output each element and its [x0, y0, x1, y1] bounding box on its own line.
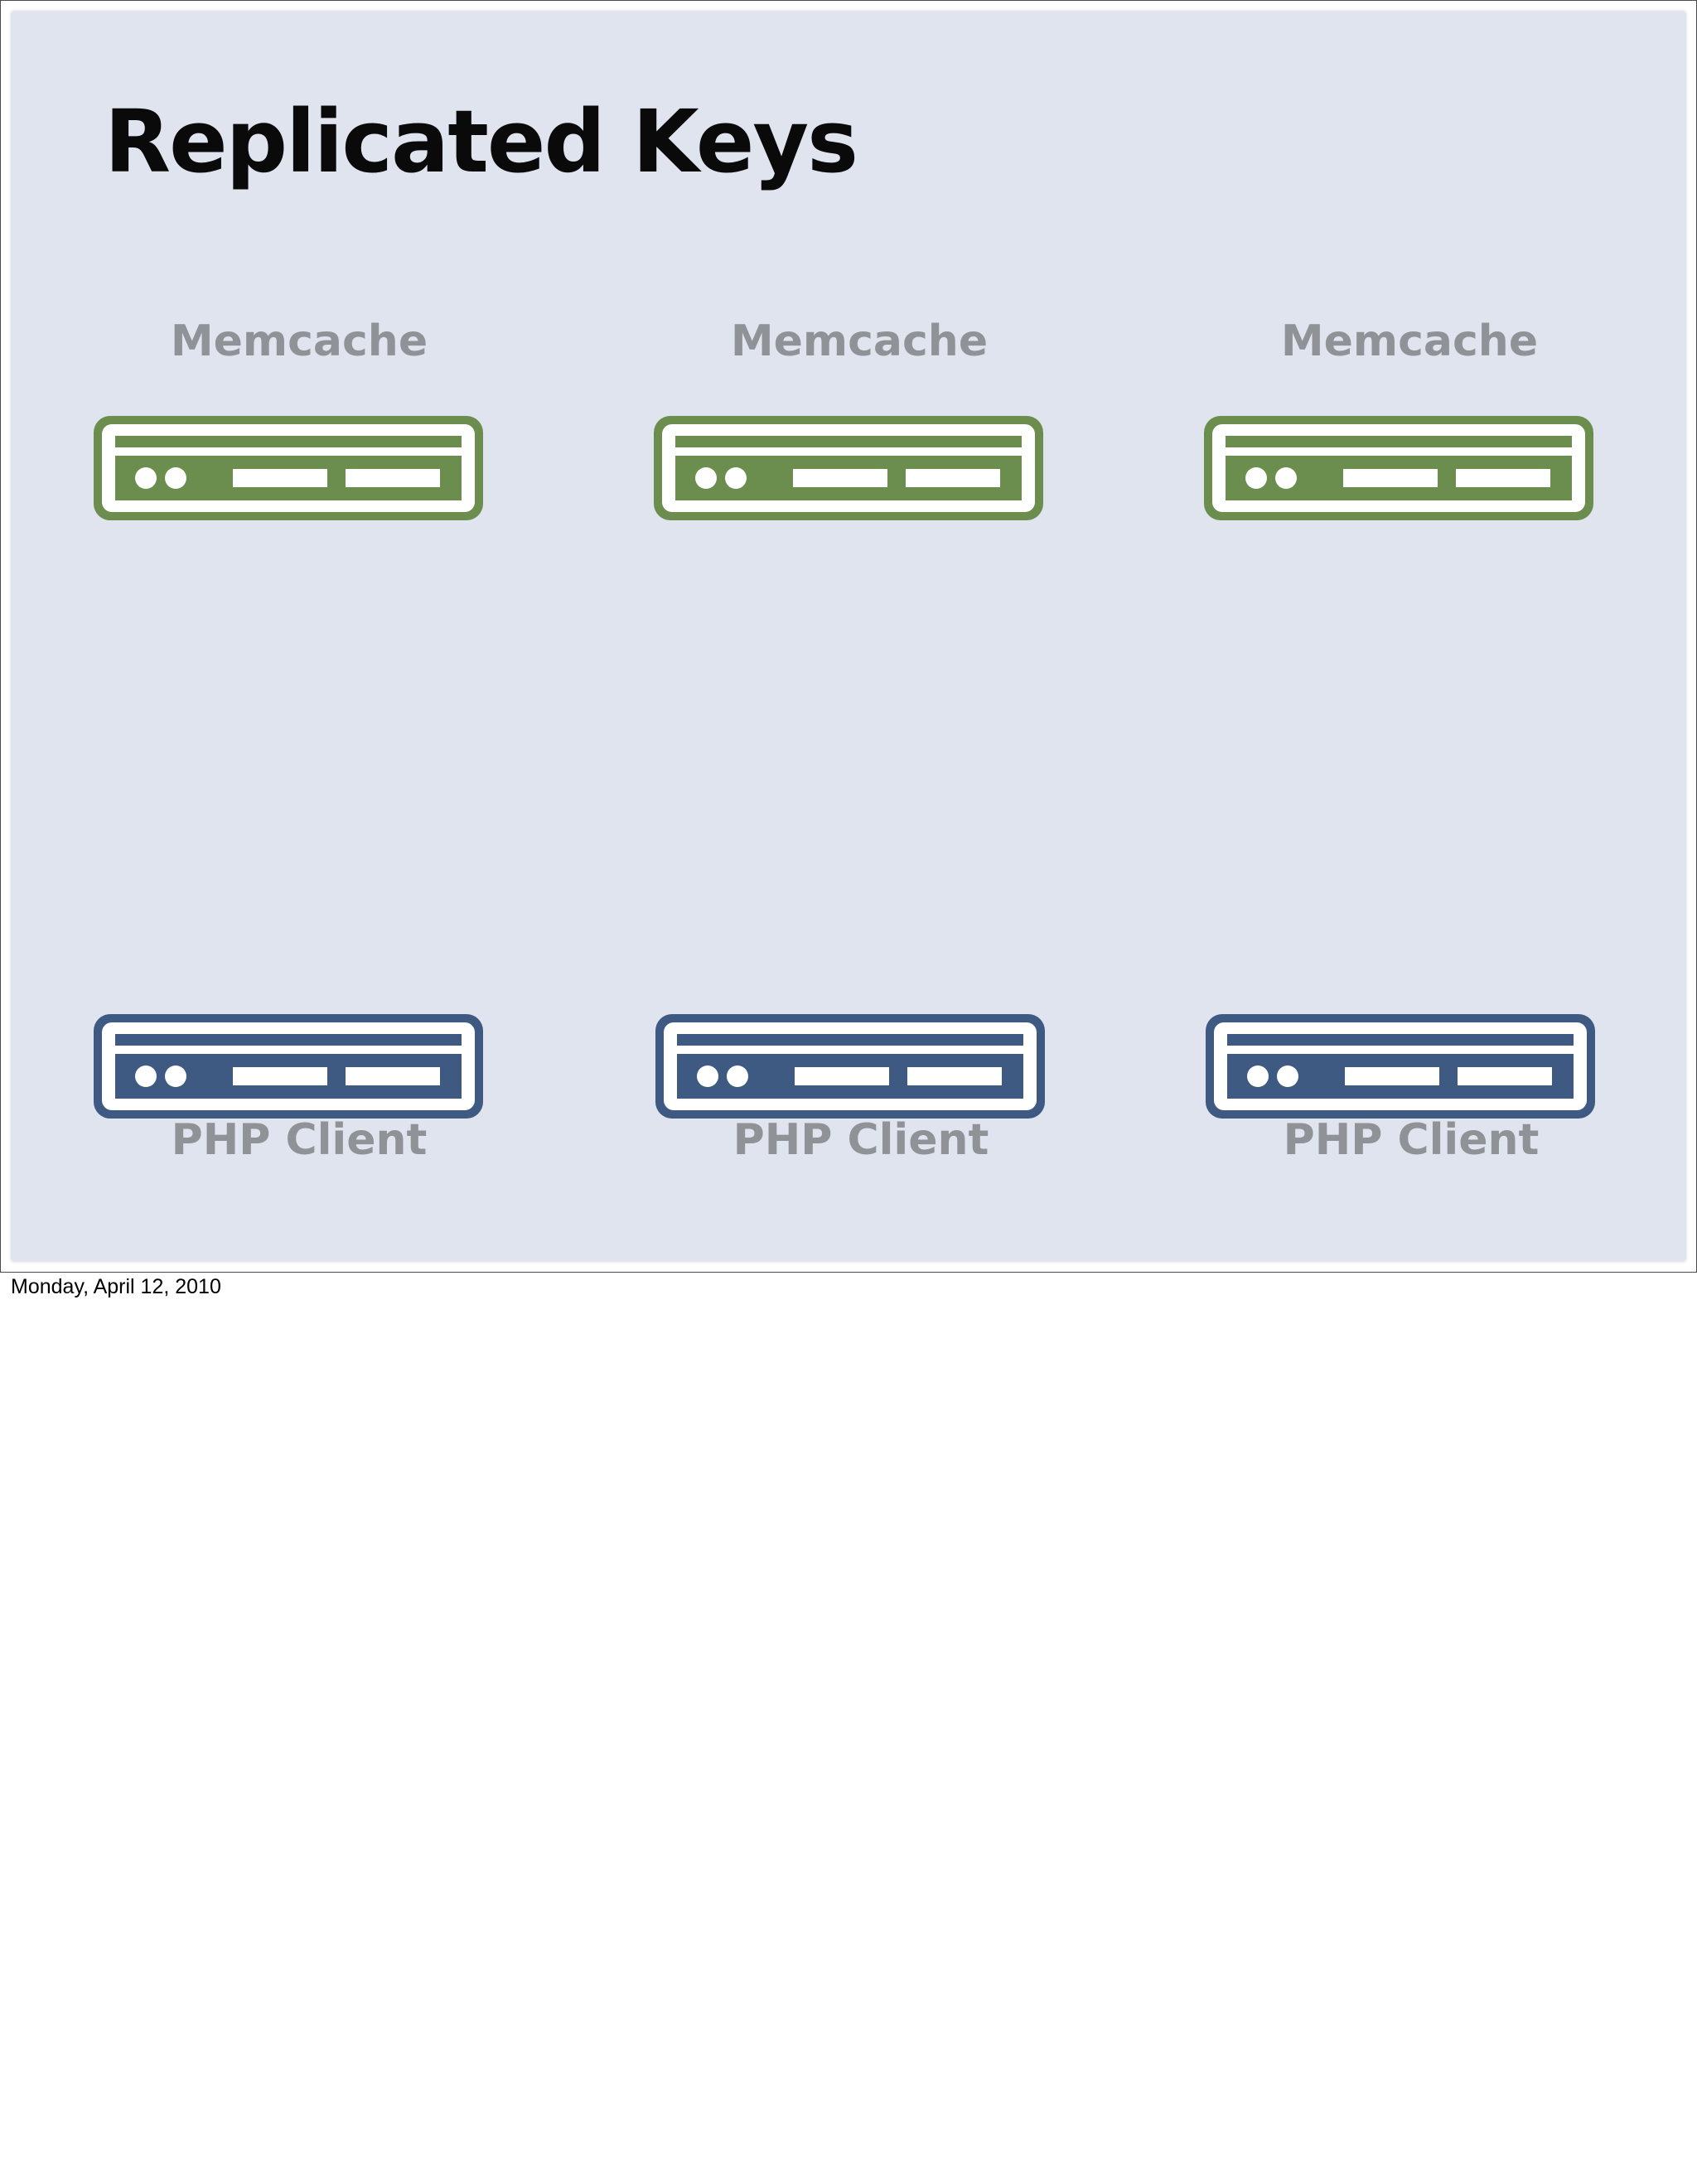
php-client-label: PHP Client: [1283, 1115, 1540, 1165]
php-client-server-icon: [655, 1014, 1045, 1119]
memcache-server-icon: [1204, 416, 1593, 520]
memcache-label: Memcache: [170, 316, 428, 366]
slide: Replicated Keys Memcache Memcache Memcac…: [12, 12, 1685, 1261]
php-client-label: PHP Client: [732, 1115, 989, 1165]
date-footer: Monday, April 12, 2010: [11, 1275, 221, 1298]
memcache-server-icon: [94, 416, 483, 520]
memcache-label: Memcache: [730, 316, 989, 366]
slide-title: Replicated Keys: [104, 91, 858, 192]
php-client-server-icon: [1206, 1014, 1595, 1119]
php-client-label: PHP Client: [171, 1115, 428, 1165]
memcache-label: Memcache: [1280, 316, 1539, 366]
slide-frame: Replicated Keys Memcache Memcache Memcac…: [0, 0, 1697, 1273]
php-client-server-icon: [94, 1014, 483, 1119]
memcache-server-icon: [654, 416, 1043, 520]
